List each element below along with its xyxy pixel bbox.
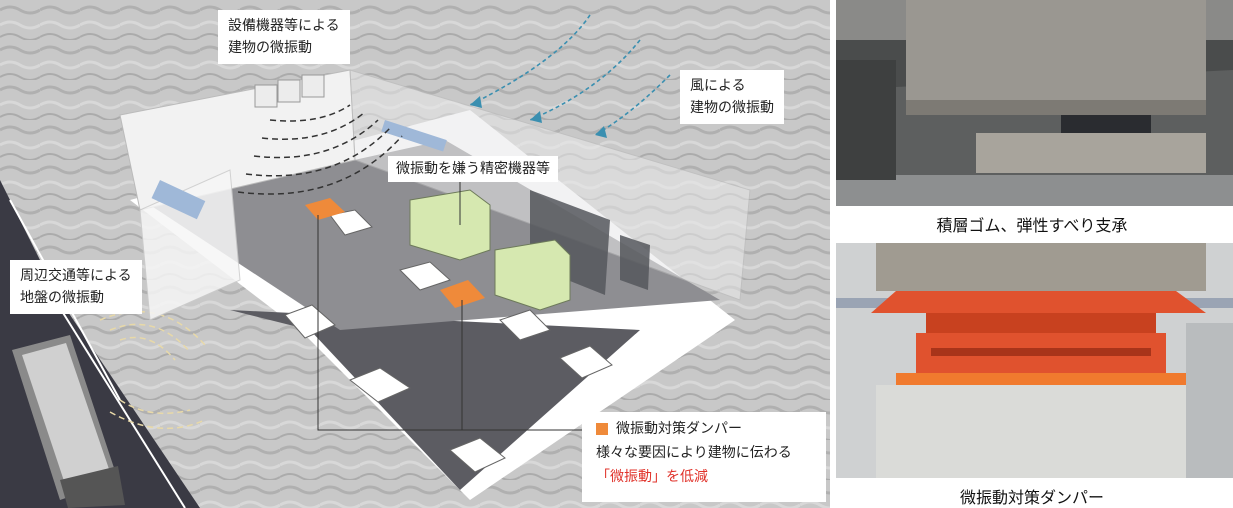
wind-arrowheads xyxy=(470,96,607,138)
callout-precision-text: 微振動を嫌う精密機器等 xyxy=(396,161,550,177)
legend-description: 様々な要因により建物に伝わる xyxy=(596,445,792,461)
rubber-bearing-image xyxy=(836,0,1233,206)
callout-traffic: 周辺交通等による 地盤の微振動 xyxy=(10,260,142,314)
legend-damper-label: 微振動対策ダンパー xyxy=(616,421,742,437)
callout-traffic-line2: 地盤の微振動 xyxy=(20,290,104,306)
callout-equipment: 設備機器等による 建物の微振動 xyxy=(218,10,350,64)
building-vibration-diagram: 設備機器等による 建物の微振動 風による 建物の微振動 周辺交通等による 地盤の… xyxy=(0,0,830,508)
damper-legend: 微振動対策ダンパー 様々な要因により建物に伝わる 「微振動」を低減 xyxy=(582,412,826,502)
callout-wind: 風による 建物の微振動 xyxy=(680,70,784,124)
photo-vibration-damper xyxy=(836,243,1233,478)
outdoor-units xyxy=(254,74,325,108)
leader-lines xyxy=(317,180,590,431)
ground-vibration-waves xyxy=(99,310,206,430)
photo-rubber-bearing xyxy=(836,0,1233,206)
isolation-pads xyxy=(284,209,613,473)
callout-equipment-line2: 建物の微振動 xyxy=(228,40,312,56)
callout-traffic-line1: 周辺交通等による xyxy=(20,268,132,284)
callout-equipment-line1: 設備機器等による xyxy=(228,18,340,34)
basement-floor xyxy=(230,310,640,490)
legend-reduction-text: 「微振動」を低減 xyxy=(596,469,708,485)
photo-caption-damper: 微振動対策ダンパー xyxy=(959,488,1104,507)
photo-caption-rubber-bearing: 積層ゴム、弾性すべり支承 xyxy=(936,216,1128,235)
back-wall xyxy=(349,69,751,301)
truck xyxy=(12,335,125,508)
callout-wind-line1: 風による xyxy=(690,78,746,94)
vibration-damper-image xyxy=(836,243,1233,478)
callout-precision-equipment: 微振動を嫌う精密機器等 xyxy=(388,156,558,182)
damper-legend-swatch xyxy=(596,423,608,435)
callout-wind-line2: 建物の微振動 xyxy=(690,100,774,116)
equipment-vibration-waves xyxy=(237,104,403,195)
damper-markers xyxy=(305,198,485,308)
precision-equipment xyxy=(409,189,571,311)
